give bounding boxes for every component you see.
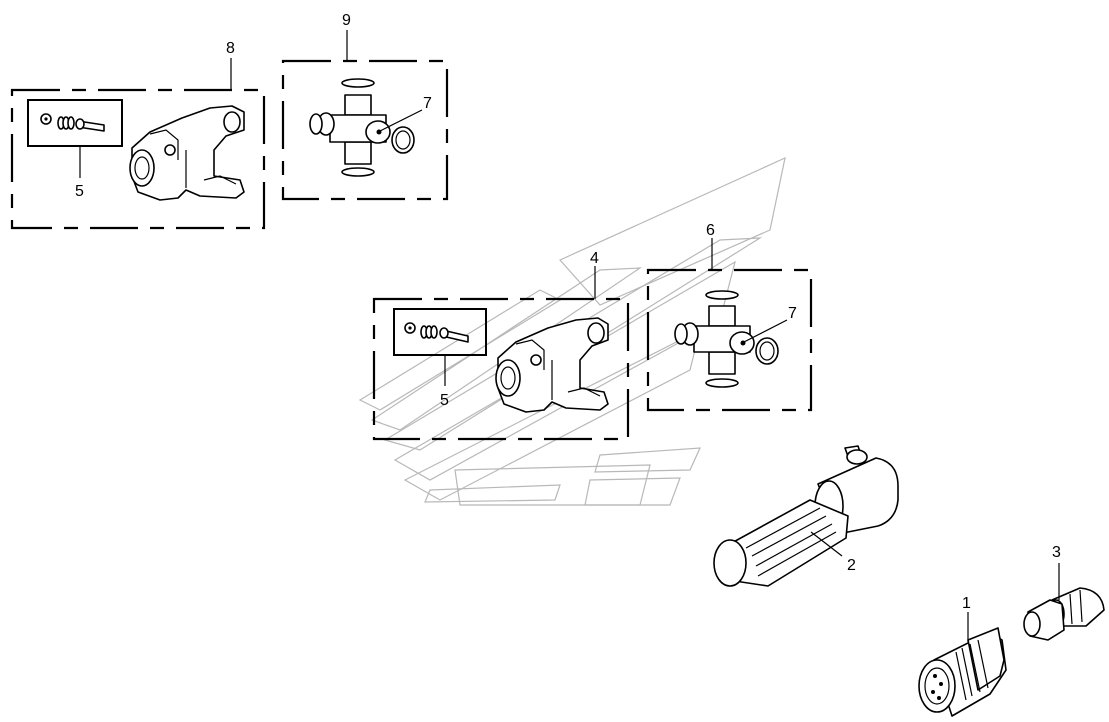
group-8-yoke-assembly: 8 5 bbox=[10, 40, 266, 230]
group-8-dashed-frame bbox=[10, 88, 266, 230]
part-2-splined-shaft: 2 bbox=[713, 445, 899, 587]
callout-7a: 7 bbox=[423, 95, 432, 112]
part-3-adapter-fitting: 3 bbox=[1023, 544, 1105, 641]
callout-3: 3 bbox=[1052, 544, 1061, 561]
kit-bolt-parts-4 bbox=[404, 322, 469, 343]
leader-2 bbox=[810, 531, 843, 557]
group-8-inner-kit-frame bbox=[27, 99, 123, 147]
group-4-inner-kit-frame bbox=[393, 308, 487, 356]
group-9-dashed-frame bbox=[281, 59, 449, 201]
part-1-quick-coupler: 1 bbox=[918, 595, 1007, 717]
cross-joint-6 bbox=[674, 290, 779, 388]
yoke-body-8 bbox=[129, 105, 245, 201]
yoke-body-4 bbox=[495, 317, 609, 413]
group-9-cross-kit: 9 7 bbox=[281, 12, 449, 201]
cross-joint-9 bbox=[309, 78, 415, 177]
callout-4: 4 bbox=[590, 250, 599, 267]
callout-5b: 5 bbox=[440, 392, 449, 409]
group-6-dashed-frame bbox=[646, 268, 813, 412]
callout-9: 9 bbox=[342, 12, 351, 29]
callout-7b: 7 bbox=[788, 305, 797, 322]
leader-7b bbox=[743, 319, 788, 343]
callout-5a: 5 bbox=[75, 183, 84, 200]
leader-7a bbox=[379, 109, 423, 132]
callout-8: 8 bbox=[226, 40, 235, 57]
kit-bolt-parts-8 bbox=[40, 113, 105, 132]
group-4-dashed-frame bbox=[372, 297, 630, 441]
callout-6: 6 bbox=[706, 222, 715, 239]
group-6-cross-kit: 6 7 bbox=[646, 222, 813, 412]
group-4-yoke-assembly: 4 5 bbox=[372, 250, 630, 441]
callout-1: 1 bbox=[962, 595, 971, 612]
callout-2: 2 bbox=[847, 557, 856, 574]
